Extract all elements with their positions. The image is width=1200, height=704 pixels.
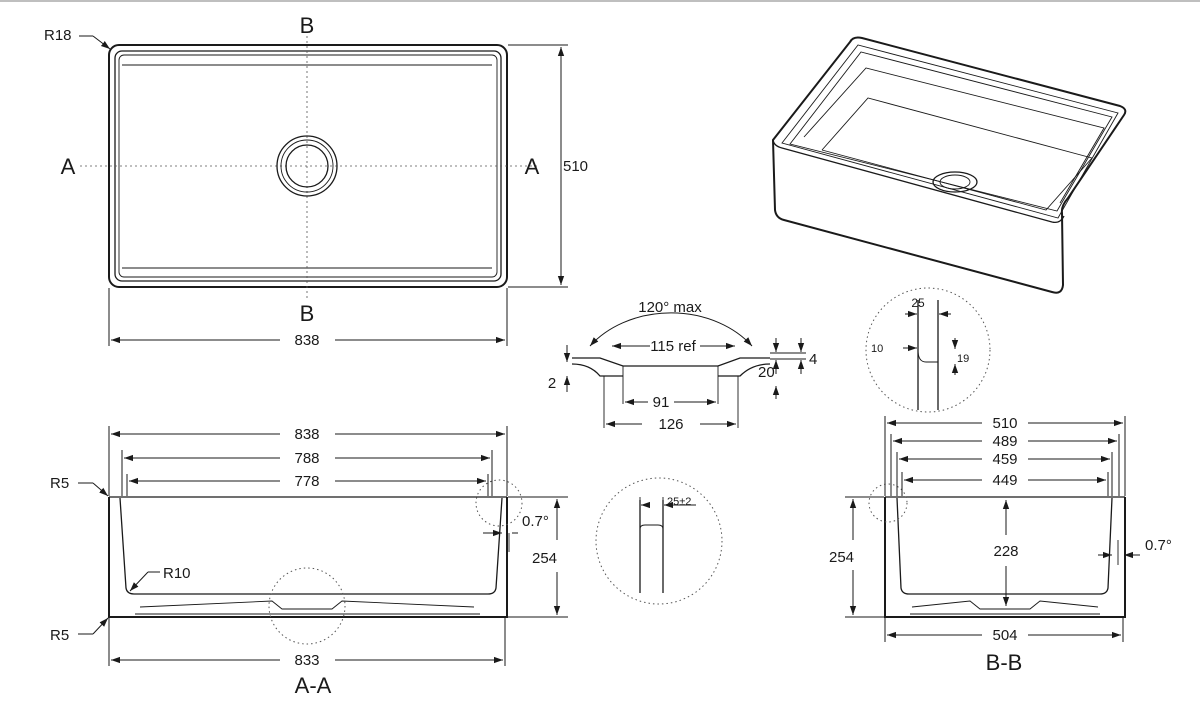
bb-height-label: 254 (829, 549, 854, 566)
rim-lip-label: 10 (871, 343, 883, 355)
isometric-view (771, 36, 1127, 294)
aa-base-width-label: 833 (294, 652, 319, 669)
drain-hole-label: 91 (653, 394, 670, 411)
aa-inner-radius-label: R10 (163, 565, 191, 582)
bb-draft-angle-label: 0.7° (1145, 537, 1172, 554)
section-bb-view: 510 489 459 449 254 228 0.7° (829, 415, 1172, 675)
aa-bottom-radius-label: R5 (50, 627, 69, 644)
drain-detail: 120° max 115 ref 91 126 2 4 20 (548, 299, 818, 433)
bb-inner-depth-3-label: 449 (992, 472, 1017, 489)
aa-bottom-width-label: 778 (294, 473, 319, 490)
drain-top-step-label: 4 (809, 351, 817, 368)
aa-overall-width-label: 838 (294, 426, 319, 443)
bb-inner-depth-1-label: 489 (992, 433, 1017, 450)
rim-drop-label: 19 (957, 353, 969, 365)
section-aa-view: 838 788 778 833 254 0.7° R5 R10 R (50, 426, 568, 698)
drain-ref-label: 115 ref (650, 338, 696, 355)
plan-view: B B A A R18 510 838 (44, 13, 588, 349)
bb-overall-depth-label: 510 (992, 415, 1017, 432)
plan-width-label: 838 (294, 332, 319, 349)
bb-caption: B-B (986, 650, 1023, 675)
drain-left-step-label: 2 (548, 375, 556, 392)
aa-inner-width-label: 788 (294, 450, 319, 467)
section-a-label-right: A (525, 154, 540, 179)
section-b-label-bottom: B (300, 301, 315, 326)
corner-radius-label: R18 (44, 27, 72, 44)
drain-outer-label: 126 (658, 416, 683, 433)
drain-circle (276, 135, 338, 197)
aa-top-radius-label: R5 (50, 475, 69, 492)
wall-detail: 25±2 (595, 477, 723, 605)
bb-inner-height-label: 228 (993, 543, 1018, 560)
wall-thickness-label: 25±2 (667, 496, 691, 508)
aa-height-label: 254 (532, 550, 557, 567)
rim-detail: 25 10 19 (865, 287, 991, 413)
rim-wall-label: 25 (911, 296, 925, 310)
aa-caption: A-A (295, 673, 332, 698)
section-b-label-top: B (300, 13, 315, 38)
section-a-label-left: A (61, 154, 76, 179)
bb-base-depth-label: 504 (992, 627, 1017, 644)
bb-inner-depth-2-label: 459 (992, 451, 1017, 468)
plan-depth-label: 510 (563, 158, 588, 175)
aa-draft-angle-label: 0.7° (522, 513, 549, 530)
drain-angle-label: 120° max (638, 299, 702, 316)
drain-right-depth-label: 20 (758, 364, 775, 381)
